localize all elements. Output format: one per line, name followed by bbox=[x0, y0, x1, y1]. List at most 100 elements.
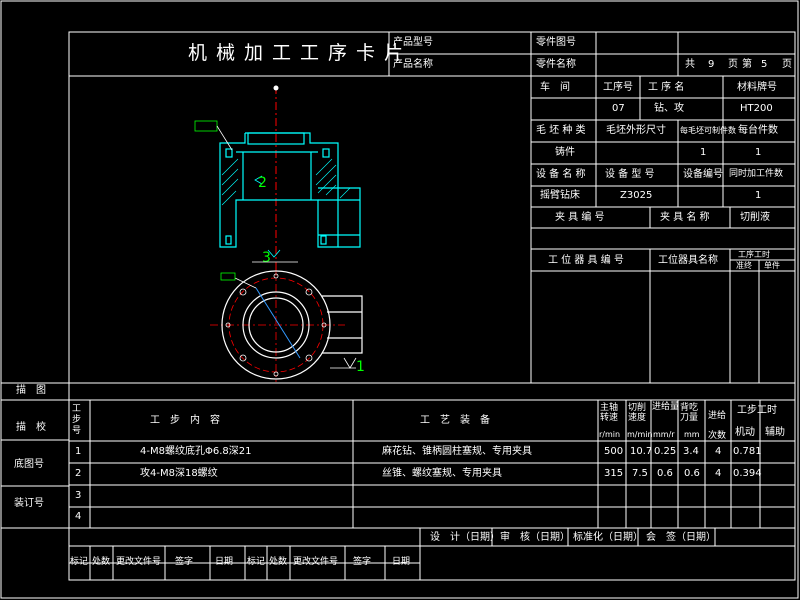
count-label: 处数 bbox=[92, 557, 111, 567]
material-value: HT200 bbox=[740, 103, 773, 114]
col-depth-unit: mm bbox=[684, 430, 700, 439]
col-passes-header: 进给次数 bbox=[708, 411, 727, 441]
design-signoff: 设 计（日期） bbox=[430, 532, 500, 543]
pieces-per-blank-label: 每毛坯可制件数 bbox=[680, 126, 736, 135]
op-name-value: 钻、攻 bbox=[654, 103, 684, 114]
blank-type-label: 毛 坯 种 类 bbox=[536, 125, 586, 136]
step-no: 2 bbox=[75, 468, 82, 479]
equip-no-label: 设备编号 bbox=[683, 169, 723, 180]
col-content-header: 工 步 内 容 bbox=[150, 415, 220, 426]
col-depth-header: 背吃刀量 bbox=[680, 403, 699, 423]
standard-signoff: 标准化（日期） bbox=[573, 532, 643, 543]
op-time-label: 工序工时 bbox=[738, 250, 770, 259]
step-equipment: 丝锥、螺纹塞规、专用夹具 bbox=[382, 468, 502, 479]
coolant-label: 切削液 bbox=[740, 212, 770, 223]
card-title: 机械加工工序卡片 bbox=[188, 42, 413, 64]
material-label: 材料牌号 bbox=[737, 82, 777, 93]
sign-label-2: 签字 bbox=[353, 557, 372, 567]
col-time-header: 工步工时 bbox=[737, 405, 777, 416]
step-depth: 3.4 bbox=[683, 446, 699, 457]
total-pages: 9 bbox=[708, 59, 715, 70]
step-machine-time: 0.394 bbox=[733, 468, 762, 479]
col-aux-header: 辅助 bbox=[765, 427, 785, 438]
simul-value: 1 bbox=[755, 190, 762, 201]
sheet-label: 第 bbox=[742, 59, 752, 70]
pieces-per-machine-label: 每台件数 bbox=[738, 125, 778, 136]
change-doc-label-2: 更改文件号 bbox=[293, 557, 339, 567]
step-feed: 0.25 bbox=[654, 446, 677, 457]
unit-label: 单件 bbox=[764, 261, 780, 270]
step-equipment: 麻花钻、锥柄圆柱塞规、专用夹具 bbox=[382, 446, 532, 457]
equip-name-label: 设 备 名 称 bbox=[536, 169, 586, 180]
sheet-no: 5 bbox=[761, 59, 768, 70]
part-top-view: 1 bbox=[210, 268, 365, 382]
fixture-name-label: 夹 具 名 称 bbox=[660, 212, 710, 223]
equip-model-label: 设 备 型 号 bbox=[605, 169, 655, 180]
callout-1: 1 bbox=[356, 359, 365, 375]
station-name-label: 工位器具名称 bbox=[658, 255, 718, 266]
page-label: 页 bbox=[728, 59, 738, 70]
step-no: 1 bbox=[75, 446, 82, 457]
station-no-label: 工 位 器 具 编 号 bbox=[548, 255, 624, 266]
step-no: 3 bbox=[75, 490, 82, 501]
pieces-per-blank-value: 1 bbox=[700, 147, 707, 158]
col-feed-header: 进给量 bbox=[652, 402, 680, 412]
col-equipment-header: 工 艺 装 备 bbox=[420, 415, 490, 426]
step-speed: 315 bbox=[604, 468, 624, 479]
product-name-label: 产品名称 bbox=[393, 59, 433, 70]
date-label: 日期 bbox=[215, 557, 234, 567]
callout-2: 2 bbox=[258, 175, 267, 191]
col-speed-unit: r/min bbox=[599, 430, 621, 439]
trace-label: 描 图 bbox=[16, 385, 46, 396]
step-passes: 4 bbox=[715, 446, 722, 457]
pieces-per-machine-value: 1 bbox=[755, 147, 762, 158]
op-no-value: 07 bbox=[612, 103, 625, 114]
simul-label: 同时加工件数 bbox=[729, 169, 784, 179]
count-label-2: 处数 bbox=[269, 557, 288, 567]
equip-name-value: 摇臂钻床 bbox=[540, 190, 580, 201]
col-feed-unit: mm/r bbox=[653, 430, 675, 439]
col-cut-speed-header: 切削速度 bbox=[628, 403, 647, 423]
workshop-label: 车 间 bbox=[540, 82, 570, 93]
sheet-unit: 页 bbox=[782, 59, 792, 70]
col-no-header: 工步号 bbox=[72, 404, 82, 436]
binding-label: 装订号 bbox=[14, 498, 44, 509]
countersign-signoff: 会 签（日期） bbox=[646, 532, 716, 543]
part-drawing-label: 零件图号 bbox=[536, 37, 576, 48]
op-name-label: 工 序 名 bbox=[648, 82, 685, 93]
step-content: 4-M8螺纹底孔Φ6.8深21 bbox=[140, 446, 252, 457]
callout-3: 3 bbox=[262, 250, 271, 266]
quota-label: 准终 bbox=[736, 261, 752, 270]
part-name-label: 零件名称 bbox=[536, 59, 576, 70]
date-label-2: 日期 bbox=[392, 557, 411, 567]
fixture-no-label: 夹 具 编 号 bbox=[555, 212, 605, 223]
step-no: 4 bbox=[75, 511, 82, 522]
blank-type-value: 铸件 bbox=[555, 147, 575, 158]
check-label: 描 校 bbox=[16, 422, 46, 433]
col-machine-header: 机动 bbox=[735, 427, 755, 438]
part-section-view: 2 3 bbox=[194, 85, 361, 270]
base-drawing-label: 底图号 bbox=[14, 459, 44, 470]
review-signoff: 审 核（日期） bbox=[500, 532, 570, 543]
col-cut-speed-unit: m/min bbox=[627, 430, 653, 439]
total-label: 共 bbox=[685, 59, 695, 70]
step-content: 攻4-M8深18螺纹 bbox=[140, 468, 218, 479]
step-passes: 4 bbox=[715, 468, 722, 479]
step-cut-speed: 10.7 bbox=[630, 446, 653, 457]
blank-size-label: 毛坯外形尺寸 bbox=[606, 125, 666, 136]
step-feed: 0.6 bbox=[657, 468, 673, 479]
mark-label-2: 标记 bbox=[247, 557, 266, 567]
sign-label: 签字 bbox=[175, 557, 194, 567]
op-no-label: 工序号 bbox=[603, 82, 633, 93]
step-depth: 0.6 bbox=[684, 468, 700, 479]
step-cut-speed: 7.5 bbox=[632, 468, 648, 479]
step-speed: 500 bbox=[604, 446, 624, 457]
product-model-label: 产品型号 bbox=[393, 37, 433, 48]
mark-label: 标记 bbox=[70, 557, 89, 567]
col-speed-header: 主轴转速 bbox=[600, 403, 619, 423]
change-doc-label: 更改文件号 bbox=[116, 557, 162, 567]
step-machine-time: 0.781 bbox=[733, 446, 762, 457]
equip-model-value: Z3025 bbox=[620, 190, 653, 201]
